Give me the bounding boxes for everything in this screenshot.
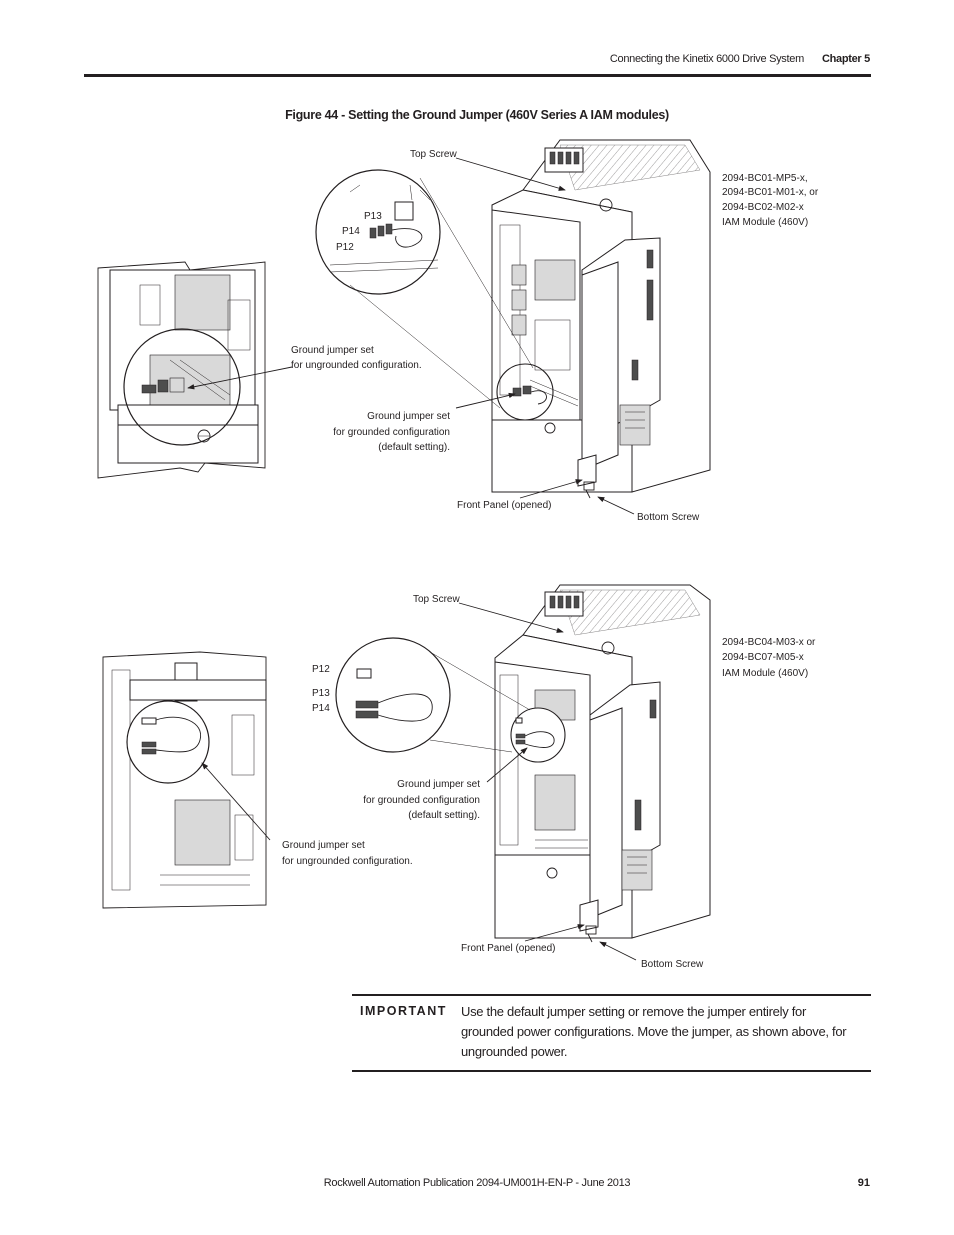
header-chapter: Chapter 5 bbox=[821, 53, 870, 65]
top-ungrounded-callout-circle bbox=[123, 328, 241, 446]
bottom-figure: Top Screw 2094-BC04-M03-x or 2094-BC07-M… bbox=[102, 584, 816, 970]
top-front-panel-label: Front Panel (opened) bbox=[457, 500, 552, 511]
bottom-front-panel-leader bbox=[524, 924, 585, 942]
top-grounded-leader bbox=[455, 392, 516, 409]
top-model-line4: IAM Module (460V) bbox=[722, 217, 808, 228]
bottom-zoom-circle bbox=[335, 637, 451, 753]
top-drive-module bbox=[491, 139, 711, 499]
header-section: Connecting the Kinetix 6000 Drive System bbox=[609, 53, 804, 65]
top-grounded-line2: for grounded configuration bbox=[333, 427, 450, 438]
top-model-line3: 2094-BC02-M02-x bbox=[722, 202, 804, 213]
important-text: Use the default jumper setting or remove… bbox=[461, 1004, 847, 1059]
top-ungrounded-line1: Ground jumper set bbox=[291, 345, 374, 356]
bottom-drive-module bbox=[494, 584, 711, 943]
top-ungrounded-leader bbox=[187, 366, 293, 390]
bottom-top-screw-label: Top Screw bbox=[413, 594, 460, 605]
top-grounded-line3: (default setting). bbox=[378, 442, 450, 453]
bottom-grounded-line1: Ground jumper set bbox=[397, 779, 480, 790]
page-number: 91 bbox=[857, 1177, 870, 1189]
top-zoom-circle bbox=[315, 169, 441, 295]
header-rule bbox=[84, 74, 871, 77]
bottom-p13-label: P13 bbox=[312, 688, 330, 699]
bottom-p12-label: P12 bbox=[312, 664, 330, 675]
important-note: IMPORTANT Use the default jumper setting… bbox=[352, 994, 871, 1072]
bottom-ungrounded-line2: for ungrounded configuration. bbox=[282, 856, 413, 867]
bottom-ungrounded-callout-circle bbox=[126, 700, 210, 784]
bottom-grounded-leader bbox=[486, 747, 528, 783]
top-zoom-connector-1 bbox=[349, 284, 501, 409]
bottom-grounded-line3: (default setting). bbox=[408, 810, 480, 821]
top-bottom-screw-leader bbox=[597, 496, 635, 515]
bottom-ungrounded-line1: Ground jumper set bbox=[282, 840, 365, 851]
bottom-bottom-screw-label: Bottom Screw bbox=[641, 959, 704, 970]
bottom-grounded-line2: for grounded configuration bbox=[363, 795, 480, 806]
top-bottom-screw-label: Bottom Screw bbox=[637, 512, 700, 523]
top-detail-view-ungrounded bbox=[97, 261, 266, 479]
top-ungrounded-line2: for ungrounded configuration. bbox=[291, 360, 422, 371]
footer-publication: Rockwell Automation Publication 2094-UM0… bbox=[323, 1177, 631, 1189]
top-grounded-line1: Ground jumper set bbox=[367, 411, 450, 422]
bottom-screw-leader bbox=[458, 602, 564, 633]
bottom-p14-label: P14 bbox=[312, 703, 330, 714]
top-screw-leader bbox=[455, 157, 566, 191]
top-p13-label: P13 bbox=[364, 211, 382, 222]
running-header: Connecting the Kinetix 6000 Drive System… bbox=[610, 53, 870, 65]
bottom-model-line2: 2094-BC07-M05-x bbox=[722, 652, 804, 663]
top-front-panel-leader bbox=[519, 479, 583, 499]
bottom-model-line3: IAM Module (460V) bbox=[722, 668, 808, 679]
important-label: IMPORTANT bbox=[360, 1004, 447, 1018]
bottom-model-line1: 2094-BC04-M03-x or bbox=[722, 637, 816, 648]
top-model-line1: 2094-BC01-MP5-x, bbox=[722, 173, 808, 184]
bottom-detail-view-ungrounded bbox=[102, 651, 267, 909]
top-p12-label: P12 bbox=[336, 242, 354, 253]
figure-title: Figure 44 - Setting the Ground Jumper (4… bbox=[285, 108, 669, 122]
bottom-zoom-connector-2 bbox=[429, 739, 513, 753]
bottom-zoom-connector-1 bbox=[429, 651, 531, 711]
bottom-front-panel-label: Front Panel (opened) bbox=[461, 943, 556, 954]
bottom-ungrounded-leader bbox=[201, 762, 271, 841]
top-figure: Top Screw P13 P14 P12 2094-BC01-MP5-x, 2… bbox=[97, 139, 819, 523]
bottom-bottom-screw-leader bbox=[599, 941, 637, 961]
top-p14-label: P14 bbox=[342, 226, 360, 237]
top-model-line2: 2094-BC01-M01-x, or bbox=[722, 187, 819, 198]
top-zoom-connector-2 bbox=[419, 177, 534, 369]
top-screw-label: Top Screw bbox=[410, 149, 457, 160]
